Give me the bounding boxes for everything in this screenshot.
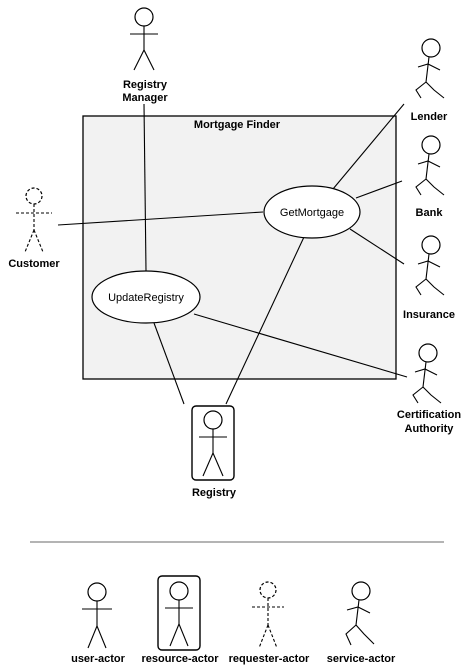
legend-requester-actor-label: requester-actor — [229, 653, 310, 665]
legend-requester-actor-icon — [252, 581, 284, 649]
actor-registry[interactable] — [191, 405, 235, 481]
usecase-updateregistry-label: UpdateRegistry — [108, 292, 184, 304]
actor-bank-label: Bank — [416, 207, 444, 219]
actor-bank[interactable] — [415, 135, 445, 196]
assoc-insurance-getmortgage — [349, 228, 405, 265]
usecase-updateregistry[interactable] — [91, 270, 201, 324]
assoc-registry-getmortgage — [225, 236, 305, 405]
actor-registry-label: Registry — [192, 487, 237, 499]
legend-user-actor-label: user-actor — [71, 653, 126, 665]
actor-registry-manager-label-1: Registry — [123, 79, 168, 91]
actor-customer[interactable] — [16, 187, 52, 253]
actor-insurance[interactable] — [415, 235, 445, 296]
actor-customer-label: Customer — [8, 258, 60, 270]
legend-service-actor-label: service-actor — [327, 653, 396, 665]
assoc-certauth-update — [193, 313, 408, 378]
associations — [57, 103, 408, 405]
assoc-registry-update — [153, 322, 185, 405]
system-boundary — [82, 115, 397, 380]
assoc-lender-getmortgage — [332, 103, 405, 190]
actor-lender-label: Lender — [411, 111, 448, 123]
actor-insurance-label: Insurance — [403, 309, 455, 321]
assoc-manager-update — [143, 103, 147, 272]
legend-service-actor-icon — [345, 581, 375, 646]
legend-user-actor-icon — [82, 582, 112, 649]
usecase-getmortgage-label: GetMortgage — [280, 207, 344, 219]
actor-registry-manager-label-2: Manager — [122, 92, 168, 104]
actor-lender[interactable] — [415, 38, 445, 99]
system-title: Mortgage Finder — [194, 119, 281, 131]
actor-certification-authority-label-1: Certification — [397, 409, 461, 421]
actor-certification-authority[interactable] — [412, 343, 442, 404]
actor-certification-authority-label-2: Authority — [405, 423, 455, 435]
assoc-bank-getmortgage — [355, 180, 403, 199]
actor-registry-manager[interactable] — [130, 7, 158, 71]
assoc-customer-getmortgage — [57, 211, 264, 226]
legend-resource-actor-label: resource-actor — [141, 653, 219, 665]
usecase-getmortgage[interactable] — [263, 185, 361, 239]
legend-resource-actor-icon — [157, 575, 201, 651]
